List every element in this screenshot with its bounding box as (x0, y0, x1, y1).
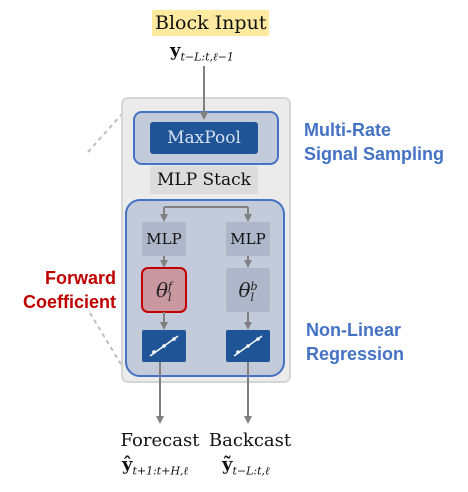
mlp-right-label: MLP (230, 230, 266, 248)
maxpool-label: MaxPool (167, 128, 241, 148)
forecast-label: Forecast (120, 430, 200, 451)
theta-backward-box[interactable] (226, 268, 270, 312)
mlp-left-label: MLP (146, 230, 182, 248)
mlp-left-box[interactable] (142, 222, 186, 256)
block-input-symbol: yt−L:t,ℓ−1 (170, 40, 234, 64)
forward-coefficient-annotation: Forward Coefficient (22, 268, 116, 312)
backcast-symbol: ỹt−L:t,ℓ (222, 454, 270, 478)
multi-rate-annotation: Multi-Rate Signal Sampling (304, 120, 445, 164)
block-input-label: Block Input (152, 10, 270, 36)
mlp-stack-box (150, 166, 258, 194)
maxpool-box[interactable] (150, 122, 258, 154)
linear-regression-icon (149, 335, 179, 357)
forecast-symbol: ŷt+1:t+H,ℓ (122, 454, 189, 478)
dashed-guide-bottom (89, 312, 123, 367)
backcast-label: Backcast (208, 430, 292, 451)
dashed-guide-top (87, 113, 123, 153)
mlp-right-box[interactable] (226, 222, 270, 256)
non-linear-annotation: Non-Linear Regression (306, 320, 405, 364)
mlp-stack-label: MLP Stack (157, 170, 251, 190)
linear-regression-icon (233, 335, 263, 357)
